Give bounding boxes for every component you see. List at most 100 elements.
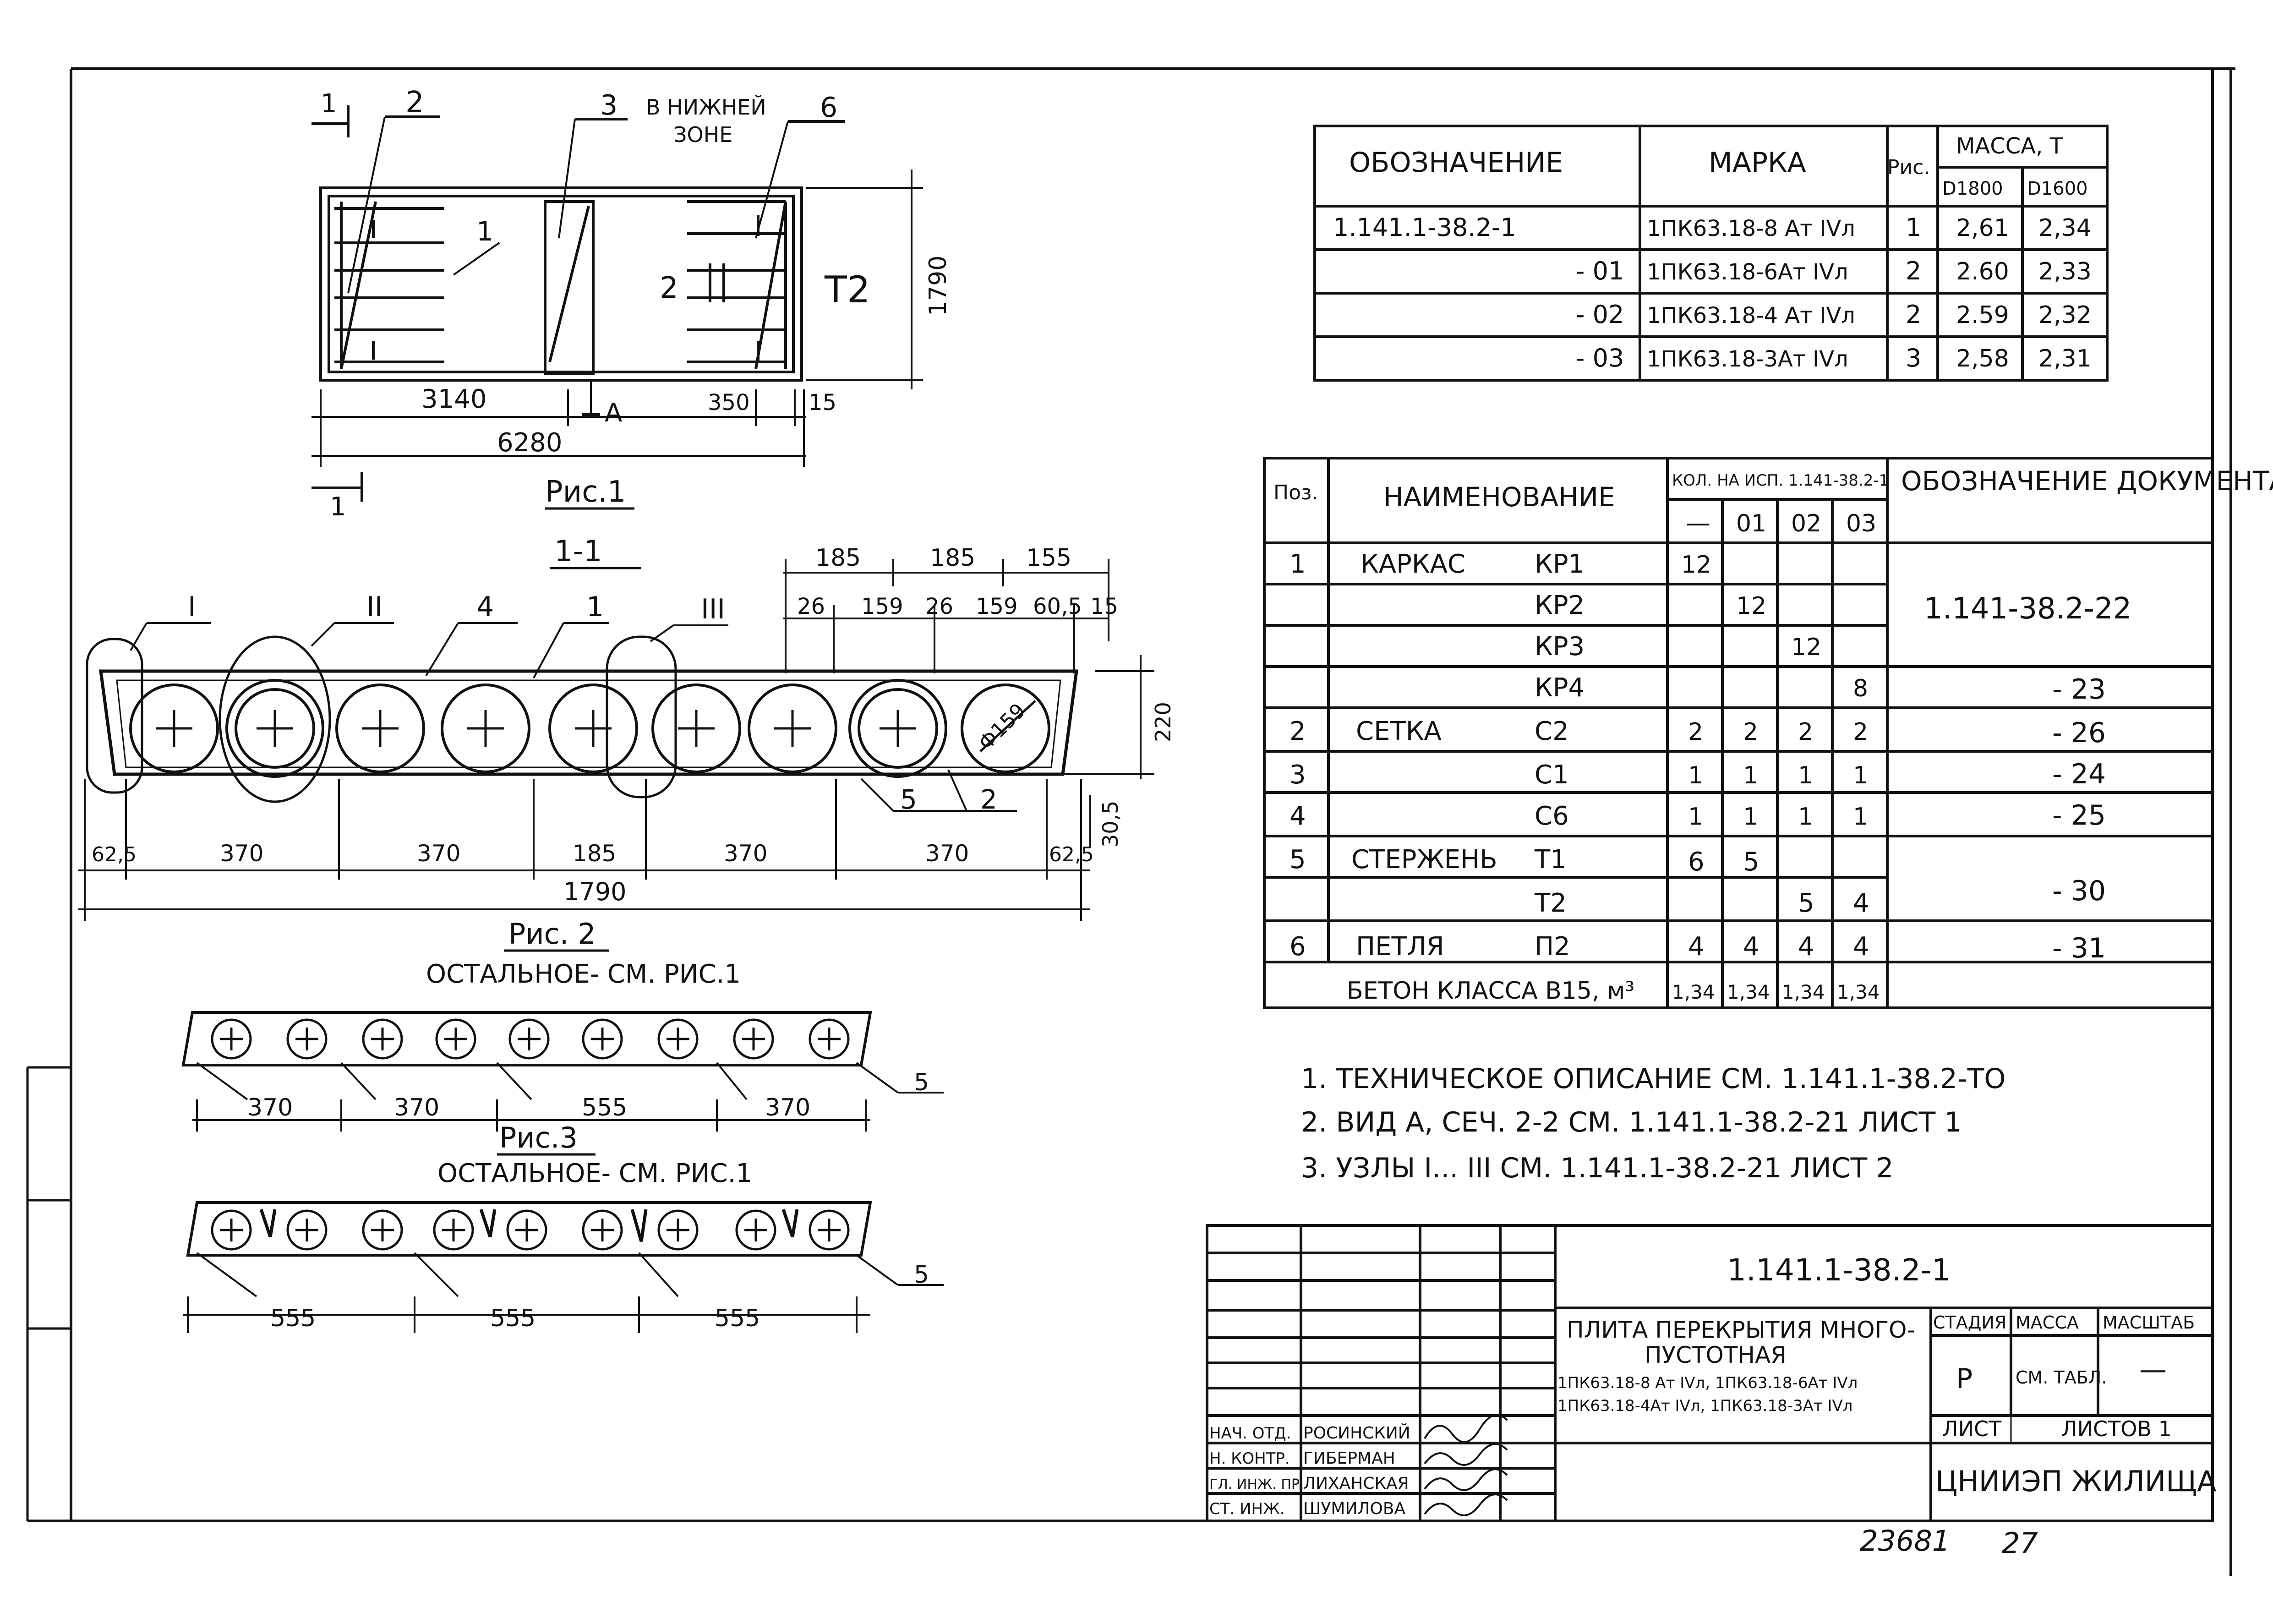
spec-row10-item: П2 — [1535, 932, 1570, 962]
fig1-dim-3140: 3140 — [421, 384, 487, 414]
mark-row3-fig: 2 — [1906, 300, 1921, 329]
mark-row1-d1800: 2,61 — [1956, 214, 2009, 242]
mark-row4-d1800: 2,58 — [1956, 345, 2009, 372]
mark-row2-fig: 2 — [1906, 257, 1921, 285]
fig2-dim-26b: 26 — [925, 594, 953, 619]
fig2-height-220: 220 — [1151, 702, 1175, 742]
mark-row4-designation: - 03 — [1576, 344, 1624, 372]
fig2-dim-15: 15 — [1090, 594, 1118, 619]
fig2-note: ОСТАЛЬНОЕ- СМ. РИС.1 — [426, 959, 741, 989]
role-3: ГЛ. ИНЖ. ПР. — [1209, 1476, 1304, 1493]
fig1-callout-3: 3 — [600, 89, 617, 121]
spec-col-4: 03 — [1846, 510, 1876, 537]
spec-row7-q3: 1 — [1798, 803, 1813, 831]
spec-row7-doc: - 25 — [2052, 799, 2106, 831]
spec-row10-name: ПЕТЛЯ — [1356, 932, 1444, 962]
fig2-dim-185b: 185 — [930, 544, 975, 572]
node-i: I — [188, 591, 196, 623]
fig2-dim-370c: 370 — [724, 840, 767, 867]
fig1-dim-6280: 6280 — [497, 428, 563, 458]
title-block-code: 1.141.1-38.2-1 — [1727, 1252, 1951, 1288]
title-marks-1: 1ПК63.18-8 Ат IVл, 1ПК63.18-6Ат IVл — [1557, 1374, 1858, 1392]
title-line-2: ПУСТОТНАЯ — [1645, 1342, 1787, 1368]
fig2-voids — [129, 679, 1050, 778]
mass-label: МАССА — [2016, 1312, 2079, 1333]
role-2: Н. КОНТР. — [1209, 1449, 1290, 1468]
spec-row5-pos: 2 — [1289, 716, 1306, 746]
spec-row5-name: СЕТКА — [1356, 716, 1442, 746]
mark-row1-designation: 1.141.1-38.2-1 — [1333, 213, 1516, 242]
node-ii: II — [366, 591, 382, 623]
fig1-callout-1: 1 — [321, 89, 337, 119]
fig2-dim-370a: 370 — [220, 840, 263, 867]
spec-row8-q2: 5 — [1743, 847, 1759, 877]
fig2-dim-60-5: 60,5 — [1033, 594, 1082, 619]
fig4-dim-3: 555 — [715, 1305, 760, 1332]
spec-row6-q4: 1 — [1853, 762, 1868, 789]
notes: 1. ТЕХНИЧЕСКОЕ ОПИСАНИЕ СМ. 1.141.1-38.2… — [1301, 1063, 2005, 1184]
note-3: 3. УЗЛЫ I... III СМ. 1.141.1-38.2-21 ЛИС… — [1301, 1152, 1894, 1184]
spec-row9-doc: - 30 — [2052, 875, 2106, 907]
spec-row9-q3: 5 — [1798, 888, 1814, 918]
figure-3-section: 5 370 370 555 370 Рис.3 ОСТАЛЬНОЕ- СМ. Р… — [181, 1011, 944, 1188]
spec-row5-doc: - 26 — [2052, 717, 2106, 749]
name-2: ГИБЕРМАН — [1303, 1449, 1395, 1468]
fig2-total: 1790 — [563, 877, 626, 906]
figure-2-section: 1-1 — [78, 535, 1175, 989]
fig1-caption: Рис.1 — [545, 475, 626, 509]
fig3-callout-5: 5 — [914, 1069, 929, 1096]
spec-row7-q4: 1 — [1853, 803, 1868, 831]
spec-row3-q3: 12 — [1791, 634, 1821, 661]
spec-row8-pos: 5 — [1289, 845, 1306, 875]
spec-row7-q2: 1 — [1743, 803, 1758, 831]
scale-label: МАСШТАБ — [2103, 1312, 2195, 1333]
spec-row2-doc: 1.141-38.2-22 — [1924, 592, 2131, 626]
spec-row10-q4: 4 — [1853, 932, 1869, 962]
fig2-dim-159b: 159 — [976, 594, 1018, 619]
section-mark-a: А — [605, 398, 622, 428]
mark-header-d1800: D1800 — [1942, 178, 2003, 199]
mark-row3-designation: - 02 — [1576, 300, 1624, 329]
fig3-note: ОСТАЛЬНОЕ- СМ. РИС.1 — [437, 1159, 752, 1188]
spec-row10-q3: 4 — [1798, 932, 1814, 962]
mass-value: СМ. ТАБЛ. — [2016, 1367, 2107, 1388]
fig1-callout-1b: 1 — [476, 216, 493, 247]
spec-row3-item: КР3 — [1535, 632, 1585, 662]
mark-row2-d1800: 2.60 — [1956, 258, 2009, 285]
note-1: 1. ТЕХНИЧЕСКОЕ ОПИСАНИЕ СМ. 1.141.1-38.2… — [1301, 1063, 2005, 1095]
role-4: СТ. ИНЖ. — [1209, 1500, 1285, 1518]
title-marks-2: 1ПК63.18-4Ат IVл, 1ПК63.18-3Ат IVл — [1557, 1397, 1853, 1415]
node-iii: III — [701, 593, 725, 625]
spec-row6-q1: 1 — [1688, 762, 1703, 789]
spec-row2-q2: 12 — [1736, 592, 1766, 620]
mark-header-mark: МАРКА — [1709, 147, 1806, 179]
role-1: НАЧ. ОТД. — [1209, 1424, 1291, 1443]
title-block: 1.141.1-38.2-1 ПЛИТА ПЕРЕКРЫТИЯ МНОГО- П… — [1206, 1224, 2217, 1522]
fig1-callout-2b: 2 — [660, 271, 678, 305]
spec-row5-q1: 2 — [1688, 718, 1703, 746]
fig2-dim-26a: 26 — [797, 594, 825, 619]
mark-row3-d1600: 2,32 — [2038, 301, 2092, 329]
fig3-dim-1: 370 — [247, 1094, 293, 1121]
sheet-frame — [27, 67, 2235, 1576]
fig2-dim-370d: 370 — [925, 840, 969, 867]
page-number: 27 — [2002, 1526, 2038, 1560]
spec-header-pos: Поз. — [1273, 481, 1318, 504]
spec-row6-q2: 1 — [1743, 762, 1758, 789]
spec-row7-pos: 4 — [1289, 801, 1306, 831]
spec-row6-item: С1 — [1535, 760, 1569, 790]
spec-row4-item: КР4 — [1535, 673, 1585, 703]
fig3-dim-4: 370 — [765, 1094, 810, 1121]
spec-row1-item: КР1 — [1535, 549, 1585, 579]
fig3-caption: Рис.3 — [499, 1121, 578, 1154]
mark-table: ОБОЗНАЧЕНИЕ МАРКА Рис. МАССА, Т D1800 D1… — [1313, 125, 2109, 382]
fig4-dim-2: 555 — [490, 1305, 535, 1332]
note-2: 2. ВИД А, СЕЧ. 2-2 СМ. 1.141.1-38.2-21 Л… — [1301, 1106, 1962, 1138]
fig1-dim-15: 15 — [809, 390, 836, 416]
mark-header-designation: ОБОЗНАЧЕНИЕ — [1349, 147, 1563, 179]
mark-row2-d1600: 2,33 — [2038, 258, 2092, 285]
stage-value: Р — [1956, 1363, 1972, 1395]
mark-header-d1600: D1600 — [2027, 178, 2088, 199]
spec-row9-item: Т2 — [1534, 888, 1567, 918]
mark-row3-d1800: 2.59 — [1956, 301, 2009, 329]
